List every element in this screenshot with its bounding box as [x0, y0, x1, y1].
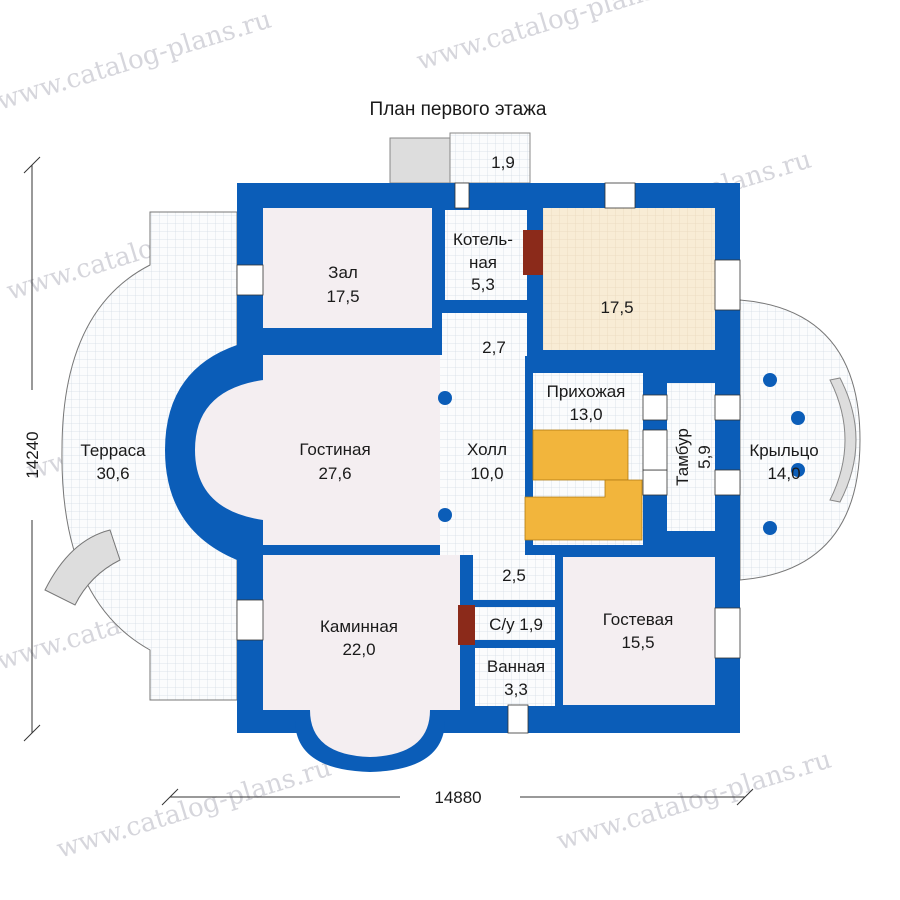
dimension-width	[161, 788, 754, 806]
room-2-7	[442, 313, 527, 356]
back-landing	[449, 132, 531, 184]
svg-text:13,0: 13,0	[569, 405, 602, 424]
plan-title: План первого этажа	[370, 99, 547, 120]
width-label: 14880	[434, 788, 481, 807]
svg-text:22,0: 22,0	[342, 640, 375, 659]
svg-text:3,3: 3,3	[504, 680, 528, 699]
back-stairs	[389, 137, 451, 184]
room-guest	[563, 557, 715, 705]
svg-text:Гостевая: Гостевая	[603, 610, 674, 629]
svg-text:ная: ная	[469, 253, 497, 272]
windows	[236, 182, 741, 734]
svg-text:Зал: Зал	[328, 263, 358, 282]
svg-text:www.catalog-plans.ru: www.catalog-plans.ru	[0, 5, 275, 117]
svg-text:Прихожая: Прихожая	[547, 382, 626, 401]
stairs-upper	[532, 429, 629, 481]
terrace-stairs	[44, 529, 121, 606]
svg-text:2,5: 2,5	[502, 566, 526, 585]
svg-text:www.catalog-plans.ru: www.catalog-plans.ru	[553, 745, 835, 857]
svg-text:Терраса: Терраса	[80, 441, 146, 460]
room-wc	[475, 607, 555, 640]
room-labels: Зал 17,5 Котель- ная 5,3 17,5 2,7 Гостин…	[80, 153, 818, 699]
svg-text:15,5: 15,5	[621, 633, 654, 652]
svg-text:Ванная: Ванная	[487, 657, 545, 676]
svg-text:14,0: 14,0	[767, 464, 800, 483]
svg-text:Каминная: Каминная	[320, 617, 398, 636]
svg-text:Холл: Холл	[467, 440, 507, 459]
svg-text:Гостиная: Гостиная	[299, 440, 370, 459]
dimension-height	[23, 156, 41, 742]
room-hall	[440, 355, 525, 555]
svg-text:www.catalog-plans.ru: www.catalog-plans.ru	[413, 0, 695, 77]
svg-text:27,6: 27,6	[318, 464, 351, 483]
svg-text:2,7: 2,7	[482, 338, 506, 357]
columns	[438, 373, 805, 535]
room-2-5	[473, 555, 555, 600]
svg-text:Тамбур: Тамбур	[673, 428, 692, 486]
room-boiler	[445, 210, 527, 300]
svg-text:17,5: 17,5	[600, 298, 633, 317]
chimney-icon	[458, 605, 475, 645]
svg-text:30,6: 30,6	[96, 464, 129, 483]
svg-text:www.catalog-plans.ru: www.catalog-plans.ru	[53, 753, 335, 865]
chimney-icon	[523, 230, 543, 275]
room-living	[195, 355, 460, 545]
stairs-lower	[524, 479, 643, 541]
svg-text:17,5: 17,5	[326, 287, 359, 306]
room-beige	[543, 208, 715, 350]
room-zal	[263, 208, 432, 328]
terrace	[61, 211, 238, 701]
svg-text:10,0: 10,0	[470, 464, 503, 483]
room-bath	[475, 648, 555, 706]
svg-text:5,3: 5,3	[471, 275, 495, 294]
svg-text:Котель-: Котель-	[453, 230, 513, 249]
svg-text:1,9: 1,9	[491, 153, 515, 172]
porch-step	[829, 377, 857, 503]
room-fireplace	[263, 555, 460, 757]
svg-text:5,9: 5,9	[695, 445, 714, 469]
height-label: 14240	[23, 431, 42, 478]
svg-text:Крыльцо: Крыльцо	[749, 441, 818, 460]
svg-text:С/у 1,9: С/у 1,9	[489, 615, 543, 634]
porch	[739, 299, 861, 581]
room-vestibule	[667, 383, 715, 531]
